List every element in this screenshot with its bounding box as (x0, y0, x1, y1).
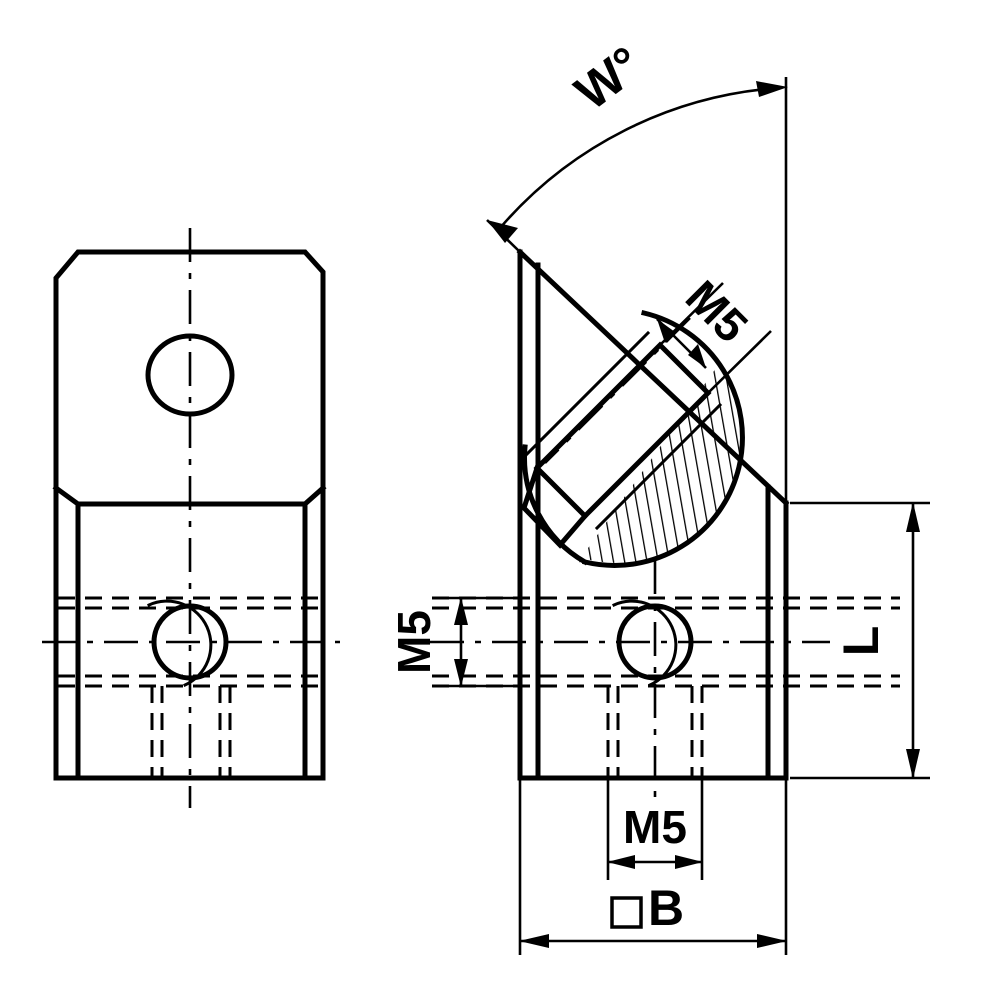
pocket-outer-arc-right (581, 309, 745, 568)
angle-arrowhead-left (487, 220, 518, 243)
thread-diag-arrowhead-b (688, 344, 706, 368)
front-view-thread-major-arc (147, 599, 213, 687)
front-view-group (42, 228, 340, 808)
angled-bore-centerline (544, 317, 691, 464)
thread-vert-arrowhead-bottom (454, 659, 468, 687)
thread-horiz-arrowhead-right (675, 855, 703, 869)
thread-diag-ext-line-b (707, 330, 772, 394)
front-view-step-line (52, 484, 327, 507)
angle-arrowhead-right (756, 81, 788, 97)
side-view-thread-major-arc (612, 599, 678, 687)
width-arrowhead-right (757, 934, 787, 948)
thread-horiz-label: M5 (623, 801, 687, 853)
length-arrowhead-bottom (906, 749, 920, 779)
front-view-outline (53, 249, 326, 781)
dimension-thread-vertical: M5 (388, 596, 530, 688)
side-section-view-group (430, 248, 900, 808)
thread-vert-label: M5 (388, 610, 440, 674)
width-arrowhead-left (519, 934, 549, 948)
dimension-length-l: L (790, 501, 930, 780)
angled-bore-drill-point (521, 464, 589, 549)
angle-label: W° (565, 36, 652, 121)
dimension-thread-horizontal: M5 (606, 778, 704, 880)
angle-arc (499, 86, 779, 229)
width-label: B (648, 880, 684, 936)
front-view-upper-bore (145, 333, 235, 417)
dimension-width-b: B (518, 778, 788, 955)
square-section-symbol-icon (610, 896, 643, 929)
length-label: L (833, 626, 889, 657)
thread-horiz-arrowhead-left (607, 855, 635, 869)
thread-vert-arrowhead-top (454, 597, 468, 625)
side-view-outline (517, 249, 789, 781)
angled-thread-minor-line-b (594, 402, 723, 531)
section-inclined-face (516, 248, 790, 507)
thread-diag-arrowhead-a (657, 319, 675, 343)
angled-thread-minor-line-a (522, 330, 651, 459)
length-arrowhead-top (906, 502, 920, 532)
